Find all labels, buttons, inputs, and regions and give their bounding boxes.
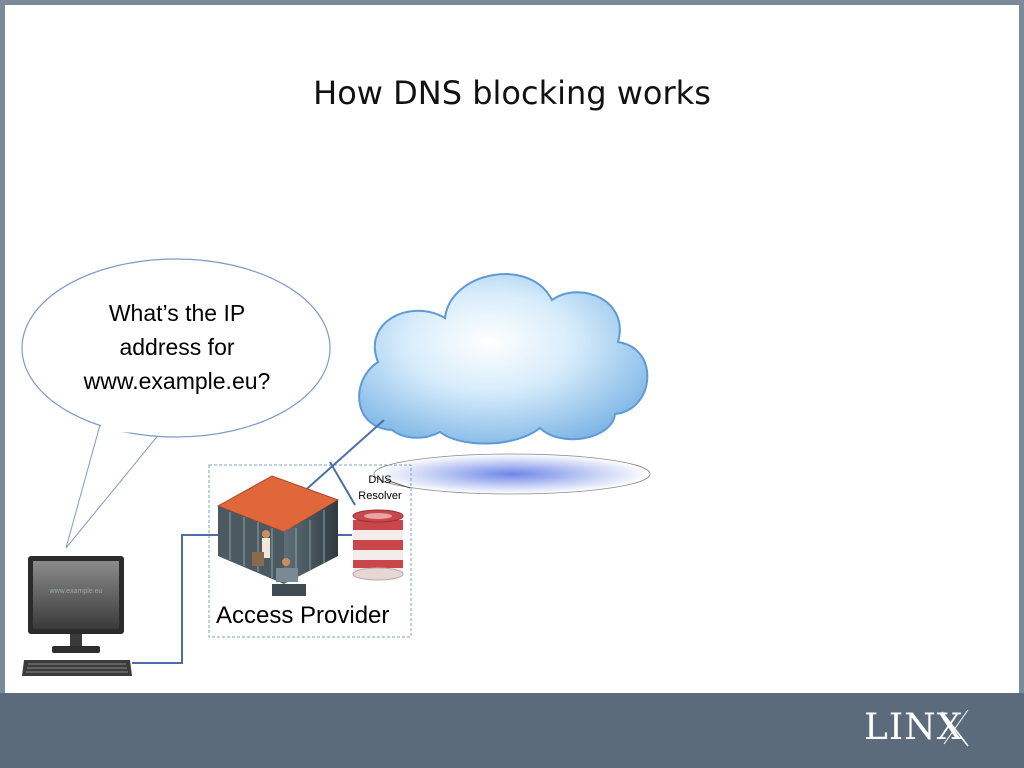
slide-title: How DNS blocking works [313, 74, 711, 112]
cloud-shadow [373, 453, 651, 495]
speech-bubble-line: address for [119, 334, 235, 360]
database-icon [352, 509, 404, 581]
datacenter-server-icon [216, 475, 340, 596]
speech-bubble [21, 258, 331, 549]
access-provider-label: Access Provider [216, 602, 390, 629]
network-links [132, 419, 385, 664]
speech-bubble-line: www.example.eu? [83, 368, 271, 394]
internet-cloud-icon [358, 273, 649, 445]
logo-x-mark-icon [941, 709, 969, 747]
speech-bubble-text: What’s the IP address for www.example.eu… [52, 296, 302, 398]
linx-logo: LINX [864, 706, 974, 750]
dns-callout-line [385, 479, 411, 489]
footer-bar [0, 693, 1024, 768]
monitor-screen-text: www.example.eu [49, 588, 103, 595]
speech-bubble-line: What’s the IP [108, 300, 246, 326]
dns-resolver-label-line: Resolver [358, 490, 402, 502]
dns-resolver-label: DNS Resolver [350, 472, 410, 504]
computer-icon [22, 556, 132, 676]
access-provider-box [208, 464, 412, 638]
dns-resolver-label-line: DNS [368, 474, 392, 486]
